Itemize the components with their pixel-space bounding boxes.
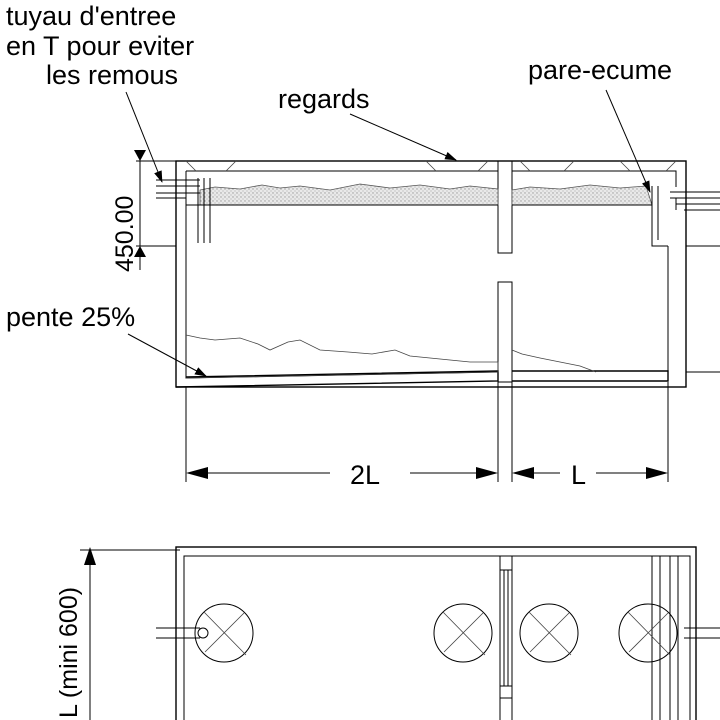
plan-outlet-pipe [684, 627, 720, 639]
right-chamber-wall [512, 170, 677, 381]
width-dimension: L (mini 600) [55, 547, 180, 720]
inlet-label-line2: en T pour eviter [6, 31, 194, 61]
plan-manhole-4 [618, 603, 678, 663]
scum-layer-left [199, 183, 499, 206]
inlet-label-line3: les remous [46, 60, 178, 90]
width-dimension-label: L (mini 600) [55, 587, 83, 718]
slope-label: pente 25% [6, 302, 135, 332]
section-view: 450.00 2L L [111, 150, 720, 490]
dimension-L-label: L [571, 460, 586, 490]
scum-layer-right [511, 184, 653, 206]
plan-manhole-3 [519, 603, 579, 663]
manholes-label: regards [278, 84, 370, 114]
annotations: tuyau d'entree en T pour eviter les remo… [6, 1, 672, 377]
inlet-label-line1: tuyau d'entree [6, 1, 176, 31]
plan-manhole-1 [194, 603, 254, 663]
inlet-leader [125, 91, 163, 183]
outlet-pipe [651, 186, 720, 373]
sludge-left [185, 334, 499, 379]
plan-right-chamber [511, 555, 691, 720]
partition-lower [497, 281, 513, 383]
plan-outer-wall [175, 546, 697, 720]
dimension-L: L [512, 460, 668, 490]
scum-baffle-label: pare-ecume [528, 55, 672, 85]
height-dimension: 450.00 [111, 150, 146, 272]
manholes-leader [349, 113, 457, 161]
plan-manhole-2 [433, 603, 493, 663]
slope-leader [127, 333, 207, 377]
dimension-2L-label: 2L [350, 460, 380, 490]
plan-left-chamber [183, 555, 501, 720]
extension-lines [185, 382, 669, 482]
partition-upper [497, 160, 513, 254]
scum-baffle-leader [605, 89, 651, 193]
plan-view: L (mini 600) [55, 546, 720, 720]
sludge-right [511, 349, 597, 373]
plan-inlet-pipe [156, 627, 209, 639]
manhole-cones [185, 160, 677, 172]
inlet-pipe [156, 178, 211, 243]
height-dimension-label: 450.00 [111, 196, 139, 272]
dimension-2L: 2L [186, 460, 498, 490]
